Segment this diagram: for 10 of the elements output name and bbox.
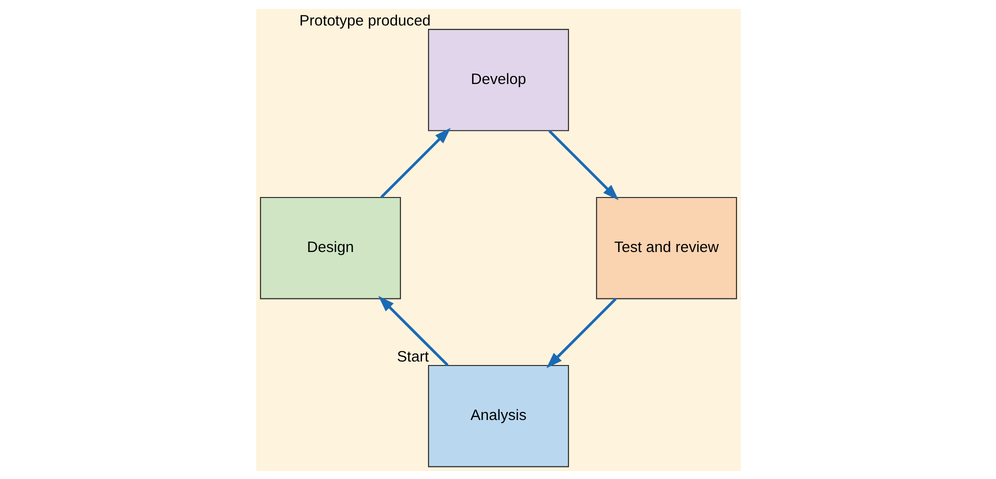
node-label: Start: [396, 348, 428, 365]
node-box: Test and review: [596, 196, 737, 299]
arrow: [380, 127, 450, 198]
node-box: Develop: [428, 28, 568, 131]
arrow: [548, 129, 618, 200]
node-box: Design: [259, 196, 400, 299]
arrow: [378, 295, 448, 366]
node-label: Prototype produced: [298, 12, 430, 29]
node-box: Analysis: [428, 364, 568, 467]
arrow: [546, 298, 616, 368]
